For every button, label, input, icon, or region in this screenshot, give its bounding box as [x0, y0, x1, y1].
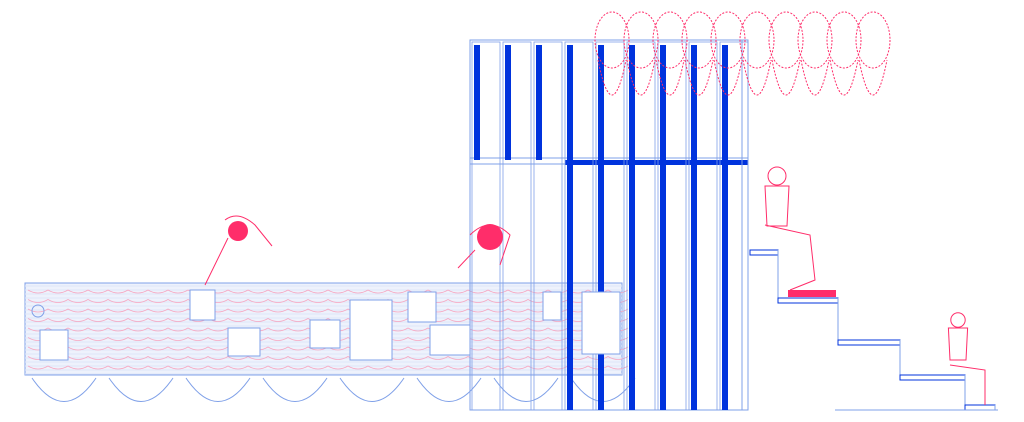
frame-edge — [741, 39, 749, 411]
wire-loop — [652, 11, 688, 69]
wire-loop — [826, 11, 862, 69]
frame-column — [595, 41, 625, 411]
stair-tread — [899, 374, 966, 381]
table-items — [31, 289, 621, 361]
book-or-laptop — [309, 319, 341, 349]
frame-column — [626, 41, 656, 411]
book-or-laptop — [429, 324, 471, 356]
people — [204, 166, 986, 405]
frame-column — [657, 41, 687, 411]
wire-loop — [594, 11, 630, 69]
book-or-laptop — [542, 291, 562, 321]
frame-steel-bar — [691, 45, 697, 410]
stair-tread — [749, 249, 779, 256]
frame-steel-bar — [567, 45, 573, 410]
sitting-person-shoes — [788, 290, 836, 297]
wire-loop — [713, 59, 743, 96]
reading-person-body — [947, 327, 969, 361]
wire-loop — [797, 11, 833, 69]
chair — [493, 377, 559, 402]
stair-tread — [777, 297, 839, 304]
wood-grain-line — [27, 289, 629, 294]
walking-person-body — [204, 215, 273, 286]
wire-loop — [742, 59, 772, 96]
barbed-wire-coil — [594, 11, 891, 96]
stair-tread — [837, 339, 901, 346]
sitting-person-head — [767, 166, 787, 186]
wire-loop — [739, 11, 775, 69]
reading-person-head — [950, 312, 966, 328]
frame-steel-bar — [629, 45, 635, 410]
chair — [185, 377, 251, 402]
chair — [262, 377, 328, 402]
wire-loop — [710, 11, 746, 69]
wood-grain-line — [27, 365, 629, 370]
walking-person-head — [228, 221, 248, 241]
steel-frame-wall — [469, 39, 749, 411]
wire-loop — [655, 59, 685, 96]
wire-loop — [858, 59, 888, 96]
person-near-frame-head — [477, 224, 503, 250]
frame-column — [533, 41, 563, 411]
wood-grain-line — [27, 308, 629, 313]
sitting-person-legs — [764, 224, 816, 291]
stair-tread — [964, 404, 996, 411]
frame-column — [564, 41, 594, 411]
chair — [339, 377, 405, 402]
wire-loop — [771, 59, 801, 96]
wood-grain-line — [27, 299, 629, 303]
frame-column — [471, 41, 501, 411]
wire-loop — [684, 59, 714, 96]
chairs — [31, 377, 636, 402]
wire-loop — [597, 59, 627, 96]
book-or-laptop — [581, 291, 621, 355]
frame-steel-bar — [474, 45, 480, 160]
wire-loop — [626, 59, 656, 96]
wire-loop — [768, 11, 804, 69]
frame-steel-bar — [598, 45, 604, 410]
chair — [416, 377, 482, 402]
cup — [31, 304, 45, 318]
chair — [31, 377, 97, 402]
wood-grain-line — [27, 318, 629, 322]
wood-grain-line — [27, 356, 629, 360]
book-or-laptop — [227, 327, 261, 357]
chair — [108, 377, 174, 402]
wire-loop — [623, 11, 659, 69]
reading-person-legs — [949, 364, 986, 405]
long-table — [24, 282, 629, 376]
frame-beam-strong — [565, 160, 748, 165]
frame-steel-bar — [536, 45, 542, 160]
frame-column — [688, 41, 718, 411]
wire-loop — [800, 59, 830, 96]
sitting-person-body — [764, 185, 790, 227]
book-or-laptop — [407, 291, 437, 323]
frame-steel-bar — [505, 45, 511, 160]
wire-loop — [855, 11, 891, 69]
wire-loop — [829, 59, 859, 96]
frame-column — [502, 41, 532, 411]
person-near-frame-body — [457, 224, 511, 269]
frame-steel-bar — [722, 45, 728, 410]
wire-loop — [681, 11, 717, 69]
staircase — [749, 249, 998, 411]
frame-steel-bar — [660, 45, 666, 410]
book-or-laptop — [349, 299, 393, 361]
book-or-laptop — [39, 329, 69, 361]
book-or-laptop — [189, 289, 216, 321]
